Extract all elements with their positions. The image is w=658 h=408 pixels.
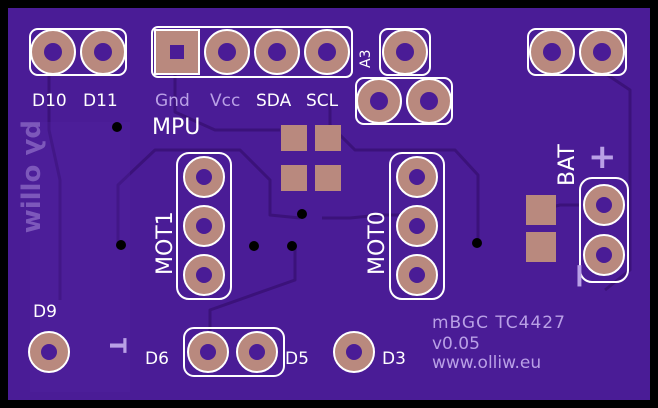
label-d9: D9 xyxy=(33,302,57,322)
pad-a3-bottom-2 xyxy=(406,78,452,124)
copper-traces xyxy=(47,68,632,350)
label-vcc: Vcc xyxy=(210,91,240,111)
pad-a3-top xyxy=(382,29,428,75)
pad-scl xyxy=(304,29,350,75)
label-gnd: Gnd xyxy=(155,91,190,111)
mpu-smd-pads xyxy=(281,125,341,191)
pad-right-top-2 xyxy=(579,29,625,75)
label-a3: A3 xyxy=(358,50,374,68)
label-d3: D3 xyxy=(382,349,406,369)
pad-gnd xyxy=(154,29,200,75)
header-outlines xyxy=(29,26,627,125)
pad-d6 xyxy=(187,331,229,373)
label-mot1: MOT1 xyxy=(153,211,178,275)
board-url: www.olliw.eu xyxy=(432,353,541,373)
label-mpu: MPU xyxy=(152,115,200,140)
back-side-text: by olliw xyxy=(17,120,47,233)
pad-sda xyxy=(254,29,300,75)
vias xyxy=(112,122,482,251)
pad-d3 xyxy=(333,331,375,373)
board-version: v0.05 xyxy=(432,334,480,354)
pad-d10 xyxy=(30,29,76,75)
label-bat: BAT xyxy=(555,144,580,186)
pad-d11 xyxy=(80,29,126,75)
mot0-connector xyxy=(389,152,445,300)
board-name: mBGC TC4427 xyxy=(432,313,566,333)
label-bat-minus: − xyxy=(559,262,599,291)
mot1-connector xyxy=(176,152,232,300)
label-sda: SDA xyxy=(256,91,292,111)
label-mot0: MOT0 xyxy=(365,211,390,275)
label-d11: D11 xyxy=(83,91,118,111)
bat-connector xyxy=(579,177,629,283)
label-d10: D10 xyxy=(32,91,67,111)
pad-vcc xyxy=(204,29,250,75)
pad-d5 xyxy=(236,331,278,373)
pad-right-top-1 xyxy=(529,29,575,75)
bottom-pads xyxy=(28,327,375,377)
pad-d9 xyxy=(28,331,70,373)
label-bat-plus: + xyxy=(588,137,617,177)
label-d6: D6 xyxy=(145,349,169,369)
label-d5: D5 xyxy=(285,349,309,369)
pad-a3-bottom-1 xyxy=(356,78,402,124)
bat-smd-pads xyxy=(526,195,556,262)
label-t-mark: T xyxy=(104,338,129,353)
label-scl: SCL xyxy=(306,91,339,111)
